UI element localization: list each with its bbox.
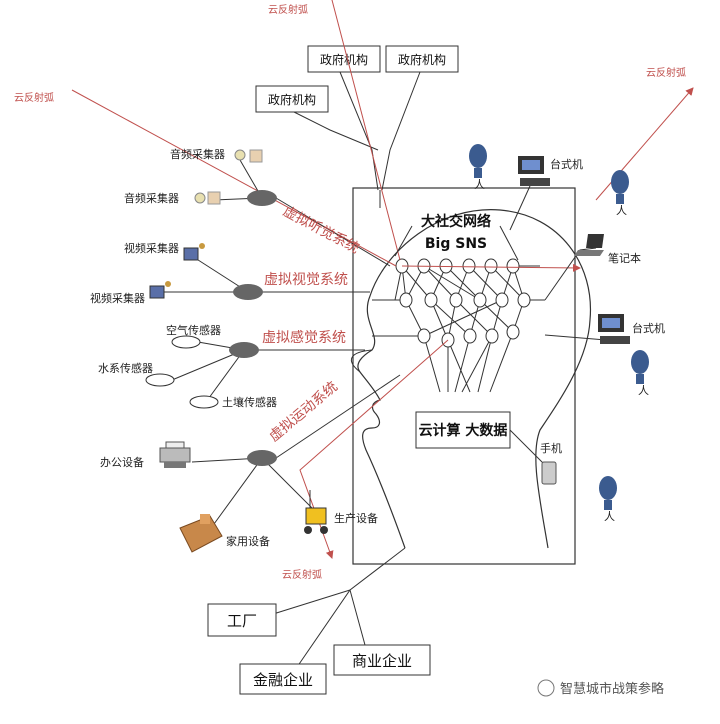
office-label: 办公设备: [100, 455, 144, 469]
auditory-hub: [247, 190, 277, 206]
gov-label-1: 政府机构: [320, 52, 368, 67]
phone-label: 手机: [540, 441, 562, 455]
desktop-2-label: 台式机: [632, 321, 665, 335]
audio-label-2: 音频采集器: [124, 191, 179, 205]
visual-group: 视频采集器 视频采集器 虚拟视觉系统: [90, 241, 348, 305]
reflex-arcs: [71, 0, 694, 559]
video-label-2: 视频采集器: [90, 291, 145, 305]
soil-sensor: [189, 395, 219, 409]
central-frame: [352, 187, 576, 565]
env-label-water: 水系传感器: [98, 362, 153, 375]
reflex-label-left: 云反射弧: [14, 91, 54, 104]
desktop-2: 台式机: [598, 314, 665, 344]
factory-label: 工厂: [227, 612, 257, 630]
neural-net: [372, 265, 545, 393]
system-lines: [258, 197, 401, 459]
neuron: [506, 324, 520, 340]
production-label: 生产设备: [334, 511, 378, 525]
neuron: [506, 258, 520, 274]
finance-box: [239, 663, 327, 695]
system-motor: 虚拟运动系统: [266, 379, 341, 445]
home-label: 家用设备: [226, 534, 270, 548]
water-sensor: [145, 373, 175, 387]
person-icon: [611, 170, 629, 204]
motor-hub: [247, 450, 277, 466]
neuron: [449, 292, 463, 308]
forklift-icon: [304, 490, 328, 534]
neuron: [485, 328, 499, 344]
video-camera-icon: [183, 243, 205, 261]
sensory-hub: [229, 342, 259, 358]
neuron: [517, 292, 531, 308]
sns-title-en: Big SNS: [425, 236, 487, 252]
desktop-1-label: 台式机: [550, 157, 583, 171]
audio-collector-icon: [234, 149, 263, 163]
person-label-2: 人: [616, 204, 627, 217]
head-outline: [357, 209, 592, 549]
auditory-group: 音频采集器 音频采集器 虚拟听觉系统: [124, 147, 362, 257]
person-label-1: 人: [474, 178, 485, 191]
people: [469, 144, 649, 510]
gov-box-1: [307, 45, 381, 73]
person-icon: [599, 476, 617, 510]
air-sensor: [171, 335, 201, 349]
gov-box-2: [385, 45, 459, 73]
government-links: [289, 71, 421, 208]
audio-collector-icon: [194, 191, 221, 205]
watermark: 智慧城市战策参略: [537, 679, 664, 697]
phone: 手机: [540, 441, 562, 485]
gov-label-2: 政府机构: [398, 52, 446, 67]
audio-label-1: 音频采集器: [170, 147, 225, 161]
system-sensory: 虚拟感觉系统: [262, 329, 346, 346]
enterprise-links: [269, 547, 406, 671]
person-icon: [469, 144, 487, 178]
finance-label: 金融企业: [253, 671, 313, 689]
system-auditory: 虚拟听觉系统: [280, 203, 362, 257]
video-label-1: 视频采集器: [124, 241, 179, 255]
cloud-box: [415, 411, 511, 449]
system-visual: 虚拟视觉系统: [264, 272, 348, 288]
neuron: [399, 292, 413, 308]
neuron: [473, 292, 487, 308]
env-label-air: 空气传感器: [166, 323, 221, 337]
neurons: [395, 258, 531, 348]
desktop-1: 台式机: [518, 156, 583, 186]
commerce-label: 商业企业: [352, 652, 412, 670]
reflex-label-bottom: 云反射弧: [282, 568, 322, 581]
person-icon: [631, 350, 649, 384]
reflex-label-right: 云反射弧: [646, 66, 686, 79]
neuron: [462, 258, 476, 274]
visual-hub: [233, 284, 263, 300]
gov-label-3: 政府机构: [268, 92, 316, 107]
neuron: [463, 328, 477, 344]
video-camera-icon: [149, 281, 171, 299]
sns-title-cn: 大社交网络: [421, 213, 491, 230]
env-label-soil: 土壤传感器: [222, 395, 277, 409]
wechat-icon: [537, 679, 555, 697]
watermark-text: 智慧城市战策参略: [560, 681, 664, 697]
home-device-icon: [179, 514, 223, 553]
neuron: [484, 258, 498, 274]
nose-line: [350, 349, 373, 373]
neuron: [495, 292, 509, 308]
printer-icon: [159, 441, 191, 468]
person-label-3: 人: [638, 384, 649, 397]
cloud-label: 云计算 大数据: [419, 422, 508, 439]
sensory-group: 空气传感器 水系传感器 土壤传感器 虚拟感觉系统: [98, 323, 346, 409]
neuron: [417, 328, 431, 344]
laptop-label: 笔记本: [608, 251, 641, 265]
person-label-4: 人: [604, 510, 615, 523]
factory-box: [207, 603, 277, 637]
laptop: 笔记本: [574, 234, 641, 265]
neuron: [424, 292, 438, 308]
gov-box-3: [255, 85, 329, 113]
commerce-box: [333, 644, 431, 676]
reflex-label-top: 云反射弧: [268, 3, 308, 16]
device-links: [509, 185, 607, 469]
